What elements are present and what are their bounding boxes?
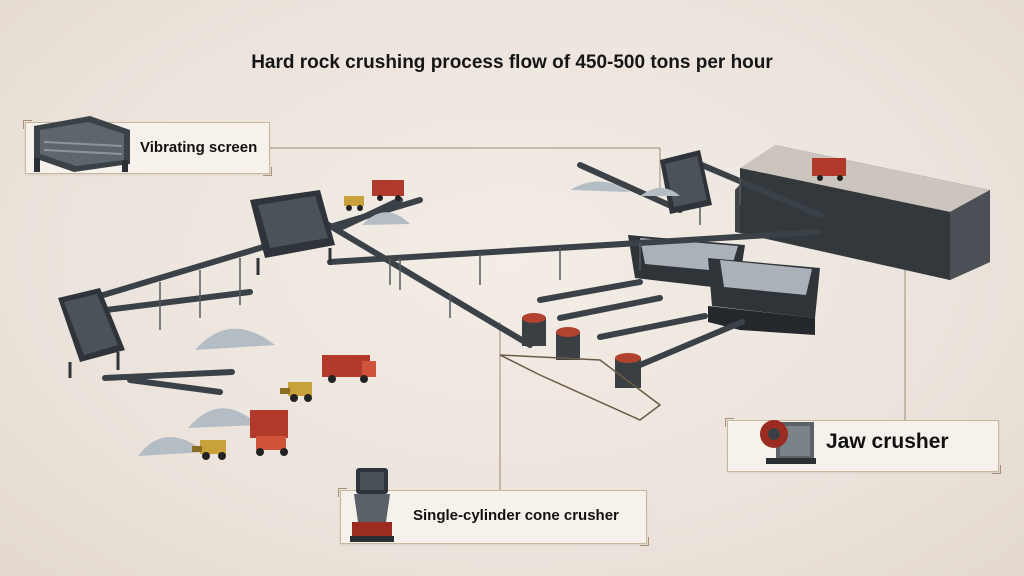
- conveyor-supports: [159, 178, 741, 330]
- trucks: [250, 158, 846, 456]
- stone-piles: [138, 181, 680, 456]
- cone-crusher-thumbnail: [350, 468, 394, 542]
- cone-crusher-label: Single-cylinder cone crusher: [413, 507, 619, 524]
- vibrating-screen-label: Vibrating screen: [140, 139, 258, 156]
- conveyors: [87, 157, 823, 395]
- vibrating-screen-thumbnail: [34, 116, 130, 172]
- vibrating-screen-unit-2: [58, 288, 125, 378]
- cone-crusher-units: [499, 313, 662, 421]
- stock-bins: [628, 235, 820, 335]
- jaw-crusher-label: Jaw crusher: [826, 430, 949, 453]
- jaw-crusher-thumbnail: [760, 420, 816, 464]
- loaders: [192, 196, 364, 460]
- jaw-crusher-building: [735, 145, 990, 280]
- diagram-title: Hard rock crushing process flow of 450-5…: [251, 52, 773, 73]
- vibrating-screen-unit-1: [250, 190, 335, 275]
